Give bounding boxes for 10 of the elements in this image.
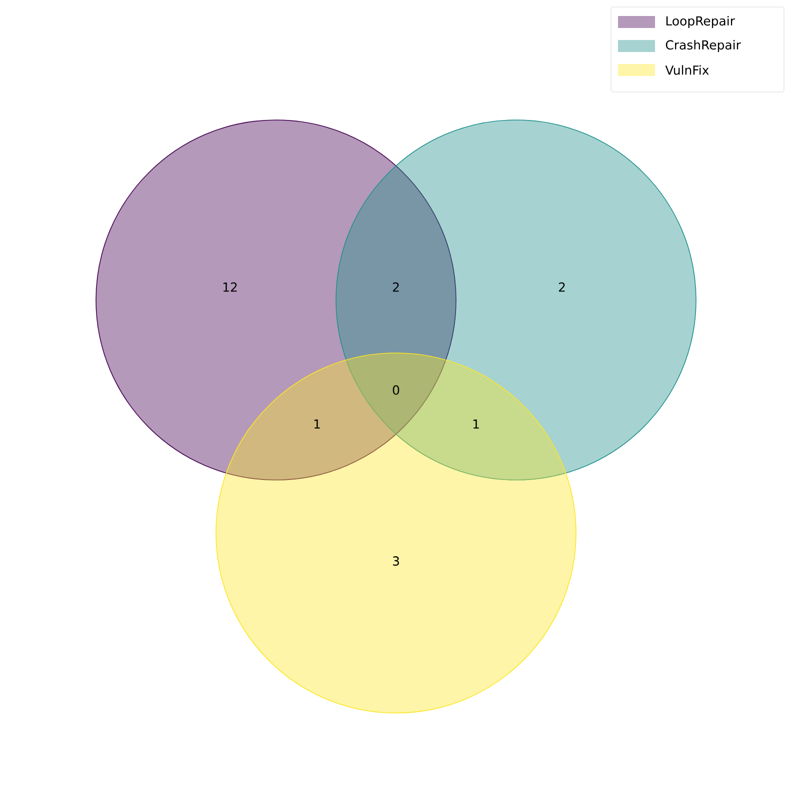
- region-count: 3: [393, 556, 399, 566]
- region-count: 2: [558, 282, 565, 292]
- legend-label: CrashRepair: [666, 40, 741, 52]
- region-count: 0: [392, 385, 400, 395]
- region-count: 2: [392, 282, 399, 292]
- region-count: 1: [473, 419, 479, 429]
- region-count: 1: [314, 419, 320, 429]
- legend-label: VulnFix: [665, 65, 709, 75]
- region-count: 12: [223, 282, 237, 292]
- legend-label: LoopRepair: [666, 16, 735, 28]
